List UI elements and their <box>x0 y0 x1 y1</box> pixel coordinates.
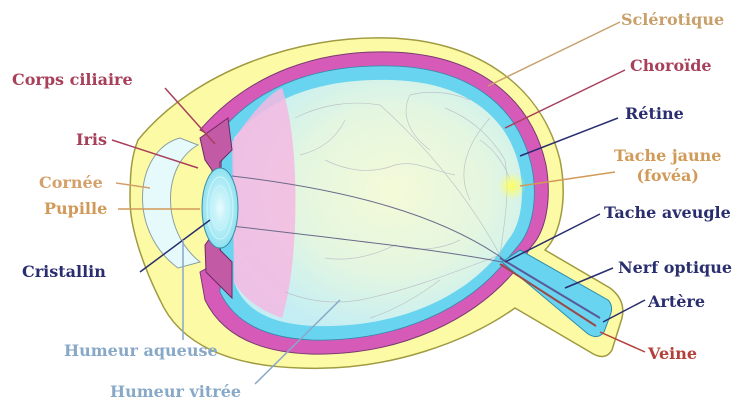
label-retine: Rétine <box>625 106 684 122</box>
label-tache-jaune-line2: (fovéa) <box>636 166 699 185</box>
label-tache-jaune: Tache jaune (fovéa) <box>614 146 721 186</box>
label-veine: Veine <box>648 346 697 362</box>
label-sclerotique: Sclérotique <box>621 12 724 28</box>
label-nerf-optique: Nerf optique <box>618 260 732 276</box>
label-corps-ciliaire: Corps ciliaire <box>12 72 133 88</box>
label-humeur-aqueuse: Humeur aqueuse <box>64 343 218 359</box>
label-tache-jaune-line1: Tache jaune <box>614 146 721 165</box>
label-iris: Iris <box>76 132 107 148</box>
label-humeur-vitree: Humeur vitrée <box>110 384 241 400</box>
label-cristallin: Cristallin <box>22 264 106 280</box>
label-pupille: Pupille <box>44 201 107 217</box>
label-artere: Artère <box>648 294 705 310</box>
label-choroide: Choroïde <box>630 58 712 74</box>
label-cornee: Cornée <box>39 175 103 191</box>
label-tache-aveugle: Tache aveugle <box>604 205 731 221</box>
